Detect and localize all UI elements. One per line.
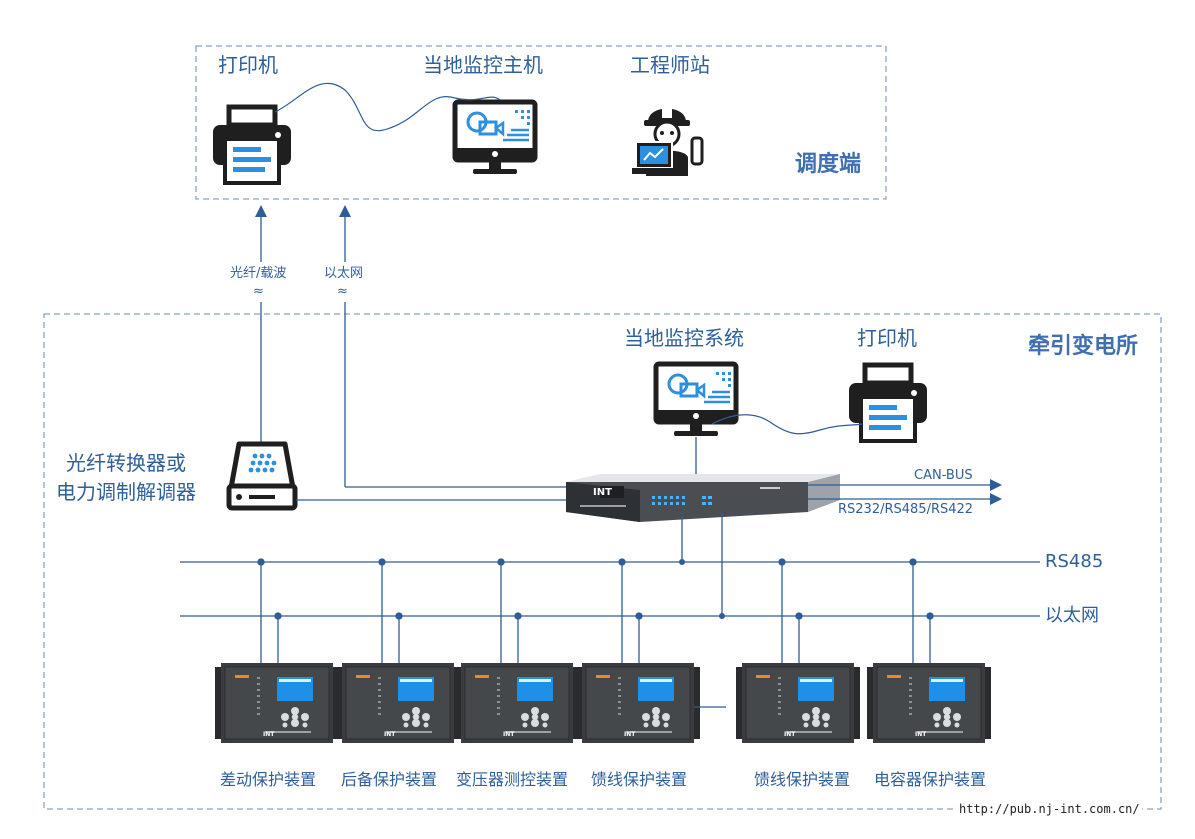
bus-junction-dot [795, 612, 803, 620]
converter-label-line2: 电力调制解调器 [56, 480, 196, 504]
bus-junction-dot [395, 612, 403, 620]
fiber-link-label: 光纤/载波 [230, 266, 287, 281]
can-bus-label: CAN-BUS [914, 468, 973, 483]
protection-device [454, 662, 580, 744]
device-label: 馈线保护装置 [591, 770, 688, 789]
bus-junction-dot [497, 558, 505, 566]
ethernet-bus-label: 以太网 [1045, 605, 1099, 626]
local-monitor-icon [656, 364, 736, 436]
engineer-icon [632, 106, 704, 176]
protection-device [735, 662, 861, 744]
device-label: 馈线保护装置 [754, 770, 851, 789]
protection-device [866, 662, 992, 744]
device-label: 电容器保护装置 [874, 770, 987, 789]
protection-device [575, 662, 701, 744]
local-printer-icon [849, 365, 927, 441]
bus-junction-dot [926, 612, 934, 620]
substation-title: 牵引变电所 [1028, 334, 1139, 359]
local-monitor-label: 当地监控系统 [624, 326, 744, 350]
bus-junction-dot [274, 612, 282, 620]
local-printer-label: 打印机 [857, 326, 917, 350]
gateway-brand: INT [593, 487, 612, 498]
rs485-bus-label: RS485 [1045, 551, 1104, 572]
dispatch-printer-label: 打印机 [218, 53, 278, 77]
bus-junction-dot [778, 558, 786, 566]
dispatch-title: 调度端 [795, 152, 862, 177]
ethernet-wave-symbol: ≈ [337, 284, 348, 299]
device-brand: INT [263, 731, 275, 738]
protection-device [214, 662, 340, 744]
bus-junction-dot [909, 558, 917, 566]
ethernet-link-label: 以太网 [324, 266, 364, 281]
device-brand: INT [784, 731, 796, 738]
footer-url: http://pub.nj-int.com.cn/ [957, 802, 1142, 816]
bus-junction-dot [618, 558, 626, 566]
protection-device [335, 662, 461, 744]
bus-junction-dot [635, 612, 643, 620]
engineer-station-label: 工程师站 [630, 53, 710, 77]
substation-box [43, 313, 1162, 810]
bus-junction-dot [514, 612, 522, 620]
dispatch-printer-icon [213, 107, 291, 183]
device-label: 变压器测控装置 [456, 770, 569, 789]
bus-junction-dot [378, 558, 386, 566]
device-label: 后备保护装置 [341, 770, 438, 789]
local-printer-cable [711, 414, 863, 435]
fiber-wave-symbol: ≈ [253, 284, 264, 299]
comm-gateway-device [566, 474, 840, 522]
device-label: 差动保护装置 [220, 770, 317, 789]
bus-junction-dot [257, 558, 265, 566]
dispatch-monitor-label: 当地监控主机 [423, 53, 543, 77]
device-brand: INT [624, 731, 636, 738]
dispatch-box [195, 45, 887, 200]
device-brand: INT [915, 731, 927, 738]
serial-label: RS232/RS485/RS422 [838, 502, 974, 517]
dispatch-printer-cable [274, 82, 501, 132]
dispatch-monitor-icon [455, 102, 535, 174]
converter-label-line1: 光纤转换器或 [66, 451, 186, 475]
fiber-converter-icon [226, 441, 298, 511]
device-brand: INT [503, 731, 515, 738]
device-brand: INT [384, 731, 396, 738]
